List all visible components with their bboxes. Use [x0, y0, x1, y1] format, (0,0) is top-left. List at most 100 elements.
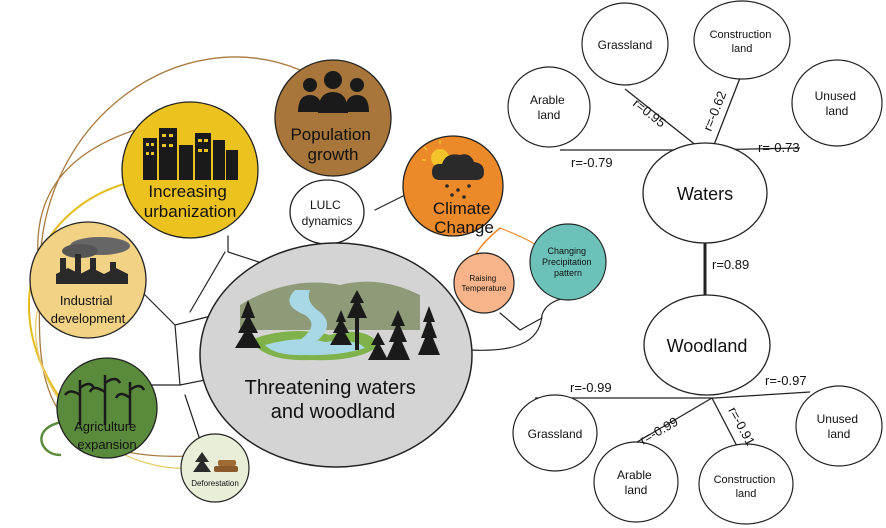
w-construction-circle [693, 0, 791, 80]
d-construction-circle [698, 443, 794, 525]
svg-text:Arable land: Arable land [617, 468, 655, 497]
woodland-label: Woodland [667, 336, 748, 356]
link-waters-grassland [624, 88, 703, 151]
d-construction-node: Construction land [698, 443, 794, 525]
deforestation-node: Deforestation [180, 433, 250, 503]
r-woodland-grassland: r=-0.99 [570, 380, 612, 395]
r-waters-woodland: r=0.89 [712, 257, 749, 272]
arc-orange [474, 227, 501, 256]
r-waters-arable: r=-0.79 [571, 155, 613, 170]
lulc-label-2: dynamics [302, 214, 353, 228]
d-grassland-label: Grassland [528, 427, 583, 441]
agriculture-node: Agriculture expansion [56, 357, 158, 459]
r-waters-unused: r=-0.73 [758, 140, 800, 155]
svg-text:Unused land: Unused land [815, 89, 860, 118]
svg-text:Population growth: Population growth [290, 125, 375, 164]
temperature-node: Raising Temperature [453, 252, 515, 314]
center-label-2: and woodland [271, 401, 396, 423]
population-node: Population growth [274, 59, 392, 177]
center-node: Threatening waters and woodland [199, 242, 473, 468]
svg-text:Industrial development: Industrial development [51, 293, 126, 326]
w-unused-node: Unused land [791, 59, 883, 147]
d-grassland-circle [512, 394, 598, 472]
d-arable-circle [593, 441, 679, 523]
r-woodland-construction: r=-0.91 [725, 404, 758, 448]
temperature-circle [453, 252, 515, 314]
temperature-label-2: Temperature [462, 284, 507, 293]
climate-label-2: Change [434, 218, 494, 237]
agriculture-circle [56, 357, 158, 459]
line-industrial [139, 289, 176, 326]
svg-text:Arable land: Arable land [530, 93, 568, 122]
link-woodland-unused [714, 391, 811, 399]
precipitation-label-3: pattern [554, 268, 582, 278]
climate-circle [402, 135, 504, 237]
d-arable-label-2: land [625, 483, 648, 497]
link-woodland-arable [636, 397, 713, 443]
waters-node: Waters [642, 142, 768, 244]
urbanization-label-1: Increasing [148, 182, 226, 201]
line-temp [499, 312, 543, 331]
storm-cloud-icon [422, 140, 484, 199]
r-woodland-unused: r=-0.97 [765, 373, 807, 388]
w-construction-label-1: Construction [710, 29, 772, 41]
agriculture-label-2: expansion [77, 437, 136, 452]
urbanization-label-2: urbanization [144, 202, 237, 221]
svg-text:Unused land: Unused land [817, 412, 862, 441]
d-unused-label-2: land [828, 427, 851, 441]
precipitation-label-1: Changing [547, 246, 586, 256]
r-waters-grassland: r=0.95 [630, 96, 669, 131]
r-waters-construction: r=-0.62 [700, 89, 729, 133]
arc-brown-inner [37, 129, 136, 256]
deforestation-label: Deforestation [191, 479, 239, 488]
city-buildings-icon [143, 128, 238, 180]
line-urban-2 [189, 251, 226, 313]
arc-green [40, 420, 64, 457]
center-label-1: Threatening waters [245, 377, 416, 399]
line-urban [227, 235, 269, 266]
population-label-2: growth [307, 145, 358, 164]
woodland-node: Woodland [643, 294, 771, 396]
r-woodland-arable: r=-0.99 [637, 414, 680, 448]
w-grassland-label: Grassland [598, 38, 653, 52]
precipitation-label-2: Precipitation [542, 257, 592, 267]
w-construction-label-2: land [732, 43, 753, 55]
svg-text:Agriculture expansion: Agriculture expansion [74, 419, 140, 452]
w-unused-circle [791, 59, 883, 147]
agriculture-label-1: Agriculture [74, 419, 136, 434]
svg-text:Construction land: Construction land [714, 474, 779, 500]
d-construction-label-1: Construction [714, 474, 776, 486]
precipitation-circle [529, 223, 607, 301]
pine-trees-icon [235, 290, 440, 360]
link-waters-construction [711, 77, 741, 151]
lulc-label-1: LULC [310, 198, 341, 212]
d-grassland-node: Grassland [512, 394, 598, 472]
industrial-label-1: Industrial [60, 293, 113, 308]
svg-text:Climate Change: Climate Change [433, 199, 495, 237]
population-label-1: Population [290, 125, 370, 144]
woodland-circle [643, 294, 771, 396]
climate-node: Climate Change [402, 135, 504, 237]
link-woodland-construction [711, 397, 739, 449]
people-icon [298, 71, 369, 113]
d-arable-label-1: Arable [617, 468, 652, 482]
crops-icon [63, 375, 146, 425]
svg-text:LULC dynamics: LULC dynamics [302, 198, 353, 228]
line-defor [184, 394, 201, 441]
felled-tree-icon [193, 452, 238, 472]
w-arable-label-1: Arable [530, 93, 565, 107]
waters-label: Waters [677, 184, 733, 204]
svg-text:Threatening waters and w: Threatening waters and woodland [245, 377, 422, 423]
temperature-label-1: Raising [470, 274, 497, 283]
industrial-node: Industrial development [29, 221, 147, 339]
w-arable-circle [507, 66, 591, 148]
precipitation-node: Changing Precipitation pattern [529, 223, 607, 301]
w-arable-node: Arable land [507, 66, 591, 148]
svg-text:Changing Precipitation: Changing Precipitation pattern [542, 246, 594, 278]
industrial-label-2: development [51, 311, 126, 326]
w-grassland-circle [581, 2, 669, 86]
w-unused-label-1: Unused [815, 89, 856, 103]
urbanization-node: Increasing urbanization [121, 101, 259, 239]
lulc-circle [289, 179, 365, 245]
